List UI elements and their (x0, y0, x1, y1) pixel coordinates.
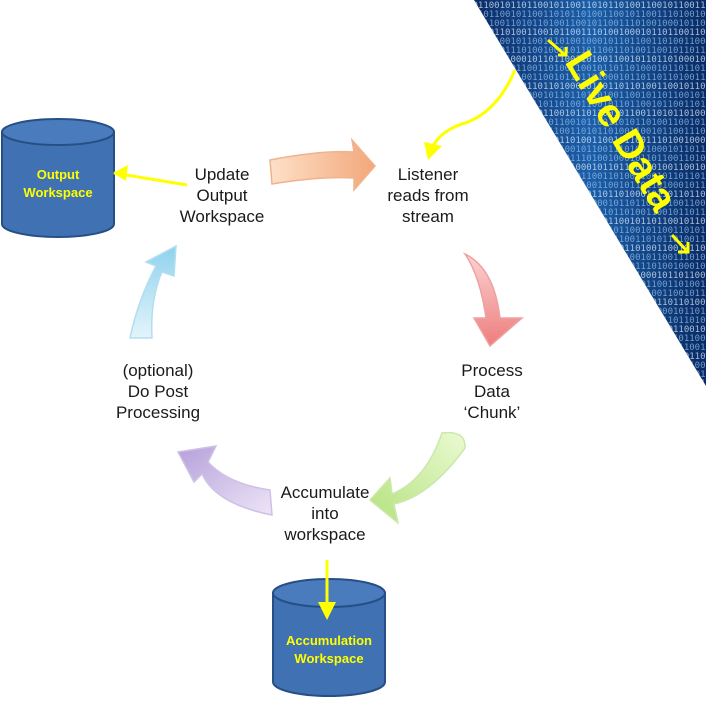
banner-arrow-end-icon (670, 233, 688, 252)
step-process-chunk: Process Data ‘Chunk’ (448, 360, 536, 423)
binary-digit-row: 1011001011001101011010011001011001110100… (440, 19, 706, 29)
step-listener-line-3: stream (402, 207, 454, 226)
pointer-to-output-head-icon (113, 165, 128, 181)
binary-digit-row: 1100101100110101101001100101100111010010… (440, 145, 706, 155)
step-process-line-1: Process (461, 361, 523, 380)
step-post-line-3: Processing (115, 403, 201, 422)
binary-digit-row: 1011001110100100010110110011010011001011… (440, 424, 706, 434)
banner-background (474, 0, 706, 386)
binary-digit-row: 0010110110011010011001011011010001011011… (440, 73, 706, 83)
output-workspace-label: Output Workspace (2, 166, 114, 202)
binary-digit-row: 1100110100110010110110100010110110110100… (440, 82, 706, 92)
step-process-line-3: ‘Chunk’ (463, 403, 521, 422)
step-post-line-1: (optional) (122, 361, 194, 380)
banner-arrow-end-head (678, 242, 690, 254)
binary-digit-row: 1001101011010011001011001110100100010110… (440, 154, 706, 164)
banner-arrow-start-icon (547, 38, 565, 56)
binary-digit-row: 0110011101001000101101100110100110010110… (440, 55, 706, 65)
accumulation-workspace-label: Accumulation Workspace (273, 632, 385, 668)
step-listener-line-1: Listener (397, 165, 459, 184)
binary-digit-row: 1001110100100010110110011010011001011011… (440, 181, 706, 191)
step-accumulate: Accumulate into workspace (270, 482, 380, 545)
step-update-output: Update Output Workspace (176, 164, 268, 227)
binary-digit-row: 1001011011010001011011011010011001011011… (440, 343, 706, 353)
binary-digit-row: 0110011010110100110010110011101001000101… (440, 28, 706, 38)
binary-digit-row: 0110100110010110011101001000101101100110… (440, 163, 706, 173)
step-update-line-2: Output (196, 186, 248, 205)
step-listener-line-2: reads from (387, 186, 469, 205)
arrow-accumulate-to-post (176, 445, 273, 516)
pointer-to-listener-head-icon (424, 142, 442, 160)
binary-digit-row: 1100101100111010010001011011001101001100… (440, 172, 706, 182)
binary-digit-row: 1010010001011011001101001100101101101000… (440, 64, 706, 74)
binary-digit-row: 1011011010001011011011010011001011011001… (440, 100, 706, 110)
binary-digit-row: 0010110110010110011010110100110010110011… (440, 136, 706, 146)
pointer-to-accumulation-head-icon (318, 602, 336, 620)
binary-digit-row: 0101101001100101100111010010001011011001… (440, 37, 706, 47)
binary-digit-row: 1101101101001100101101100101100110101101… (440, 118, 706, 128)
accumulation-workspace-line-1: Accumulation (286, 633, 372, 648)
step-update-line-3: Workspace (179, 207, 265, 226)
step-listener: Listener reads from stream (378, 164, 478, 227)
arrow-post-to-update (129, 244, 177, 339)
arrow-process-to-accumulate (368, 431, 466, 525)
accumulation-workspace-db (272, 578, 386, 697)
output-workspace-db (1, 118, 115, 238)
binary-digit-row: 0011001011001110100100010110110011010011… (440, 46, 706, 56)
binary-digit-row: 1010011001011011001011001101011010011001… (440, 127, 706, 137)
output-workspace-line-2: Workspace (23, 185, 93, 200)
binary-digit-row: 0100010110110110100110010110110010110011… (440, 109, 706, 119)
binary-digit-row: 1100101101100101100110101101001100101100… (440, 10, 706, 20)
banner-arrow-start-head (558, 47, 568, 57)
output-workspace-line-1: Output (36, 167, 80, 182)
accumulation-workspace-line-2: Workspace (294, 651, 364, 666)
step-accumulate-line-1: Accumulate (280, 483, 370, 502)
arrow-update-to-listener (269, 137, 376, 192)
arrow-listener-to-process (462, 252, 524, 348)
pointer-live-data-to-listener (430, 69, 517, 149)
binary-digit-row: 1101001100101101101000101101101101001100… (440, 334, 706, 344)
step-post-processing: (optional) Do Post Processing (108, 360, 208, 423)
step-process-line-2: Data (474, 382, 510, 401)
step-accumulate-line-2: into (311, 504, 339, 523)
step-update-line-1: Update (194, 165, 250, 184)
binary-digit-row: 0110100110010110110010110011010110100110… (440, 1, 706, 11)
step-accumulate-line-3: workspace (284, 525, 366, 544)
step-post-line-2: Do Post (127, 382, 189, 401)
binary-digit-row: 1001100101101101000101101101101001100101… (440, 91, 706, 101)
